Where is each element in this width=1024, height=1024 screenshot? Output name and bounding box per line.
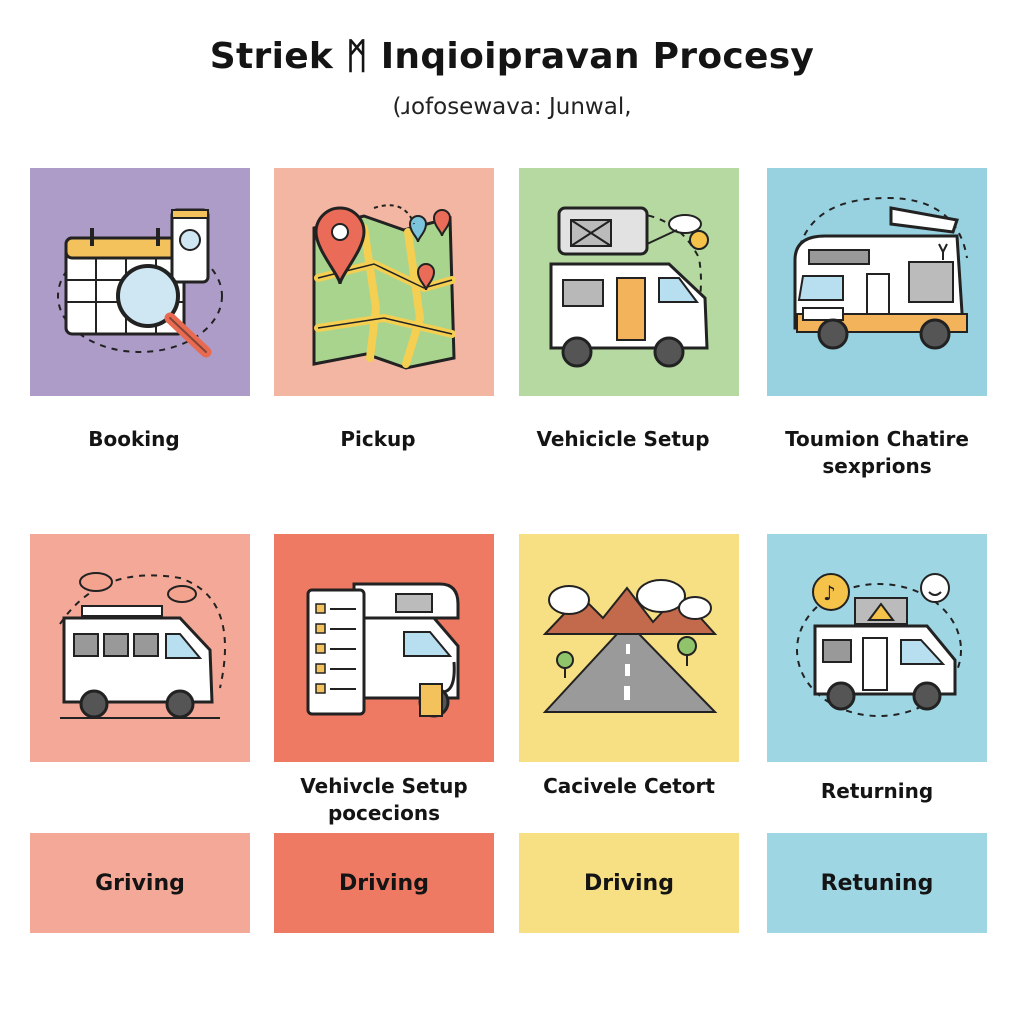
calendar-search-icon [57,208,223,358]
band-retuning[interactable]: Retuning [767,833,987,933]
tile-checklist[interactable] [274,534,494,762]
tile-driving[interactable] [30,534,250,762]
van-driving-icon [59,572,226,719]
map-pin-icon [312,204,456,370]
tile-pickup[interactable] [274,168,494,396]
step-label-pickup: Pickup [340,427,416,451]
checklist-rv-icon [306,582,460,718]
band-driving-2[interactable]: Driving [519,833,739,933]
tile-motorhome[interactable] [767,168,987,396]
band-griving[interactable]: Griving [30,833,250,933]
tile-vehicle-setup[interactable] [519,168,739,396]
tile-booking[interactable] [30,168,250,396]
svg-text:♪: ♪ [823,581,836,605]
page-subtitle: (ɹofosewava: Junwal, [392,94,632,120]
camper-van-icon [549,206,709,368]
step-label-checklist: Vehivcle Setup pocecions [300,774,468,825]
tile-returning[interactable]: ♪ [767,534,987,762]
step-label-booking: Booking [88,427,180,451]
step-label-motorhome: Toumion Chatire sexprions [785,427,969,478]
motorhome-icon [793,196,968,350]
band-driving-1[interactable]: Driving [274,833,494,933]
step-label-scenic-road: Cacivele Cetort [543,774,715,798]
tile-scenic-road[interactable] [519,534,739,762]
step-label-vehicle-setup: Vehicicle Setup [536,427,710,451]
happy-rv-icon: ♪ [796,573,962,717]
mountain-road-icon [542,579,718,713]
page-title: Striek ᛗ Inqioipravan Procesy [209,36,815,77]
step-label-returning: Returning [820,779,934,803]
